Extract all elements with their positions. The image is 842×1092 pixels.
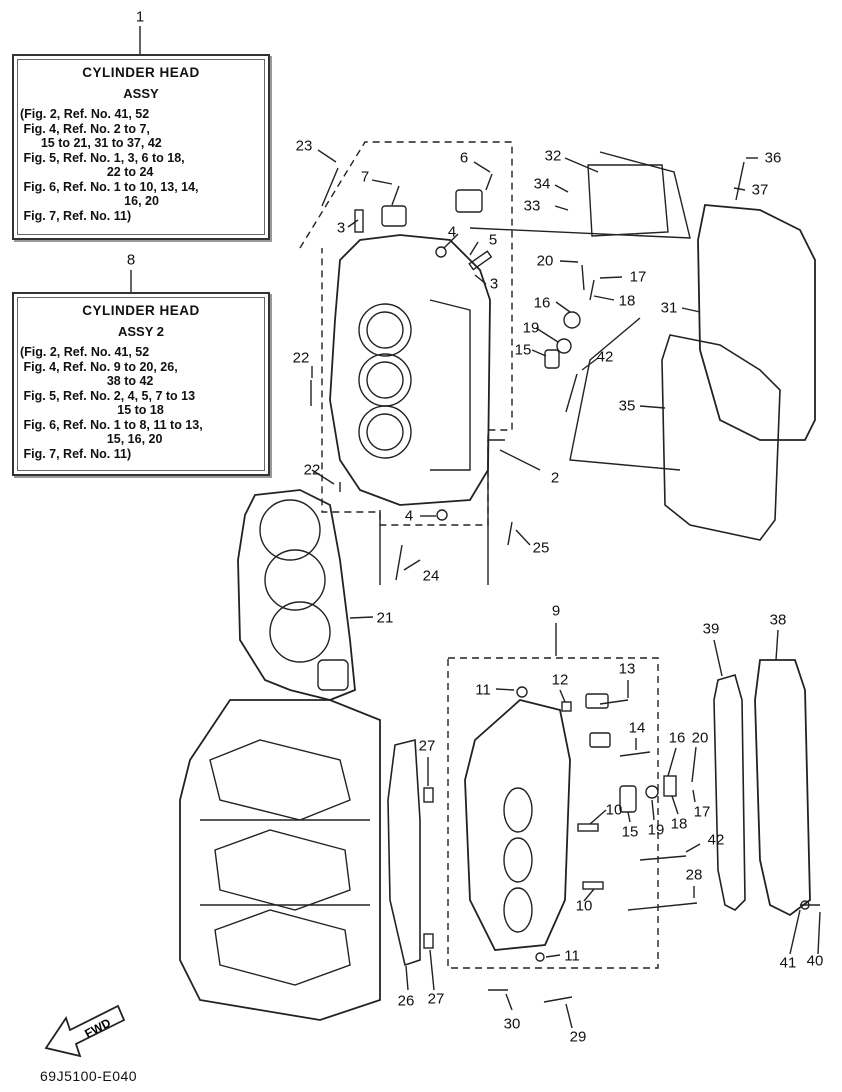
callout-30: 30 bbox=[503, 1015, 521, 1033]
callout-17a: 17 bbox=[629, 268, 647, 286]
callout-32: 32 bbox=[544, 147, 562, 165]
callout-6: 6 bbox=[459, 149, 469, 167]
box-line: Fig. 7, Ref. No. 11) bbox=[20, 208, 132, 223]
callout-15b: 15 bbox=[621, 823, 639, 841]
callout-20b: 20 bbox=[691, 729, 709, 747]
callout-27a: 27 bbox=[418, 737, 436, 755]
callout-39: 39 bbox=[702, 620, 720, 638]
callout-20a: 20 bbox=[536, 252, 554, 270]
callout-10b: 10 bbox=[575, 897, 593, 915]
callout-1: 1 bbox=[135, 8, 145, 26]
callout-18a: 18 bbox=[618, 292, 636, 310]
box-line: Fig. 7, Ref. No. 11) bbox=[20, 446, 132, 461]
callout-16b: 16 bbox=[668, 729, 686, 747]
callout-18b: 18 bbox=[670, 815, 688, 833]
callout-38: 38 bbox=[769, 611, 787, 629]
callout-25: 25 bbox=[532, 539, 550, 557]
callout-13: 13 bbox=[618, 660, 636, 678]
box-title: CYLINDER HEAD bbox=[82, 303, 200, 318]
box-line: 15 to 21, 31 to 37, 42 bbox=[20, 136, 162, 150]
box-subtitle: ASSY 2 bbox=[117, 323, 164, 339]
callout-40: 40 bbox=[806, 952, 824, 970]
box-line: 15, 16, 20 bbox=[20, 432, 163, 446]
box-line: (Fig. 2, Ref. No. 41, 52 bbox=[20, 345, 150, 359]
callout-5: 5 bbox=[488, 231, 498, 249]
callout-11a: 11 bbox=[475, 681, 491, 699]
fwd-arrow-icon: FWD bbox=[44, 1004, 126, 1058]
diagram-code: 69J5100-E040 bbox=[40, 1068, 138, 1084]
callout-33: 33 bbox=[523, 197, 541, 215]
callout-19a: 19 bbox=[522, 319, 540, 337]
callout-9: 9 bbox=[551, 602, 561, 620]
callout-22b: 22 bbox=[303, 461, 321, 479]
callout-22a: 22 bbox=[292, 349, 310, 367]
callout-10a: 10 bbox=[605, 801, 623, 819]
callout-3a: 3 bbox=[336, 219, 346, 237]
callout-8: 8 bbox=[126, 251, 136, 269]
callout-27b: 27 bbox=[427, 990, 445, 1008]
box-line: Fig. 4, Ref. No. 9 to 20, 26, bbox=[20, 359, 178, 374]
box-line: (Fig. 2, Ref. No. 41, 52 bbox=[20, 107, 150, 121]
callout-31: 31 bbox=[660, 299, 678, 317]
callout-41: 41 bbox=[779, 954, 797, 972]
box-line: Fig. 5, Ref. No. 1, 3, 6 to 18, bbox=[20, 150, 185, 165]
callout-36: 36 bbox=[764, 149, 782, 167]
callout-42a: 42 bbox=[596, 348, 614, 366]
callout-16a: 16 bbox=[533, 294, 551, 312]
box-line: 16, 20 bbox=[20, 194, 159, 208]
callout-2: 2 bbox=[550, 469, 560, 487]
box-line: 15 to 18 bbox=[20, 403, 164, 417]
callout-3b: 3 bbox=[489, 275, 499, 293]
callout-4b: 4 bbox=[404, 507, 414, 525]
callout-11b: 11 bbox=[564, 947, 580, 965]
callout-12: 12 bbox=[551, 671, 569, 689]
callout-28: 28 bbox=[685, 866, 703, 884]
callout-35: 35 bbox=[618, 397, 636, 415]
box-title: CYLINDER HEAD bbox=[82, 65, 200, 80]
callout-4a: 4 bbox=[447, 223, 457, 241]
callout-17b: 17 bbox=[693, 803, 711, 821]
callout-34: 34 bbox=[533, 175, 551, 193]
callout-19b: 19 bbox=[647, 821, 665, 839]
callout-26: 26 bbox=[397, 992, 415, 1010]
callout-14: 14 bbox=[628, 719, 646, 737]
callout-23: 23 bbox=[295, 137, 313, 155]
callout-29: 29 bbox=[569, 1028, 587, 1046]
box-line: 38 to 42 bbox=[20, 374, 154, 388]
box-line: Fig. 6, Ref. No. 1 to 8, 11 to 13, bbox=[20, 417, 203, 432]
callout-7: 7 bbox=[360, 168, 370, 186]
callout-24: 24 bbox=[422, 567, 440, 585]
cylinder-head-assy-2-box: CYLINDER HEAD ASSY 2 (Fig. 2, Ref. No. 4… bbox=[12, 292, 270, 476]
callout-21: 21 bbox=[376, 609, 394, 627]
box-subtitle: ASSY bbox=[123, 85, 159, 101]
callout-15a: 15 bbox=[514, 341, 532, 359]
callout-42b: 42 bbox=[707, 831, 725, 849]
box-line: Fig. 5, Ref. No. 2, 4, 5, 7 to 13 bbox=[20, 388, 196, 403]
box-line: Fig. 6, Ref. No. 1 to 10, 13, 14, bbox=[20, 179, 199, 194]
box-line: Fig. 4, Ref. No. 2 to 7, bbox=[20, 121, 150, 136]
box-line: 22 to 24 bbox=[20, 165, 154, 179]
callout-37: 37 bbox=[751, 181, 769, 199]
cylinder-head-assy-box: CYLINDER HEAD ASSY (Fig. 2, Ref. No. 41,… bbox=[12, 54, 270, 240]
